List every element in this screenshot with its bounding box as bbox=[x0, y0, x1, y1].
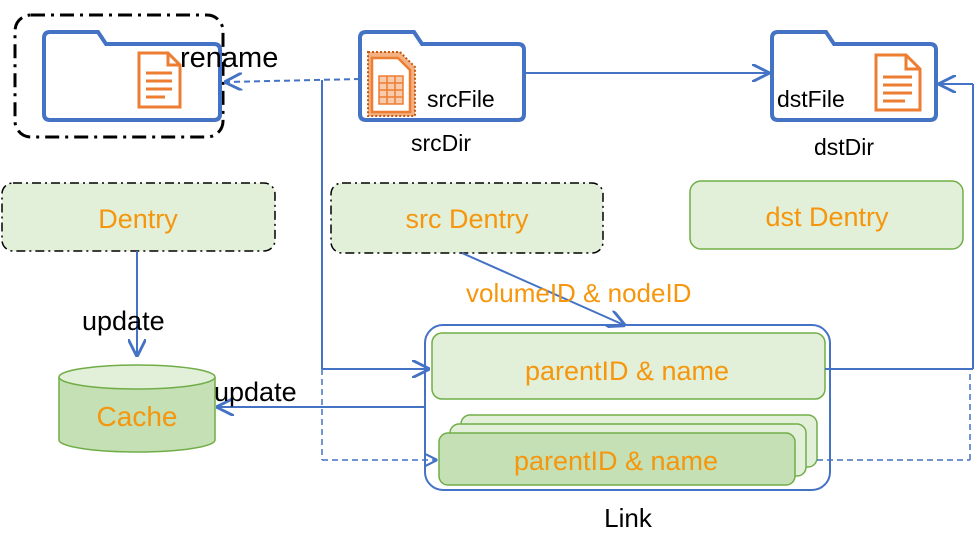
volume-node-arrow bbox=[461, 252, 624, 325]
dst-dir-label: dstDir bbox=[814, 134, 874, 160]
cache-label: Cache bbox=[97, 401, 178, 432]
dentry-label: Dentry bbox=[98, 204, 178, 234]
src-dentry-box bbox=[330, 182, 604, 254]
src-dentry-label: src Dentry bbox=[405, 204, 529, 234]
rename-label: rename bbox=[180, 42, 278, 74]
link-stack-label: parentID & name bbox=[514, 446, 718, 476]
src-file-label: srcFile bbox=[427, 86, 495, 112]
dst-dentry-label: dst Dentry bbox=[765, 202, 889, 232]
link-label: Link bbox=[604, 503, 653, 533]
link-entry-box bbox=[431, 332, 826, 400]
dentry-box bbox=[1, 182, 276, 252]
renamed-location-outline bbox=[13, 13, 225, 139]
update-label-1: update bbox=[82, 306, 165, 336]
dst-dentry-box bbox=[689, 180, 964, 250]
update-label-2: update bbox=[214, 377, 297, 407]
volume-node-label: volumeID & nodeID bbox=[466, 278, 691, 308]
src-dir-label: srcDir bbox=[411, 130, 471, 156]
renamed-file-icon bbox=[137, 51, 182, 109]
rename-arrow bbox=[226, 79, 361, 82]
cache-cylinder bbox=[58, 364, 216, 453]
link-entry-stack bbox=[438, 414, 818, 486]
dst-file-icon bbox=[874, 53, 922, 112]
link-entry-label: parentID & name bbox=[525, 356, 729, 386]
dst-file-label: dstFile bbox=[777, 86, 845, 112]
src-file-icon bbox=[367, 51, 416, 117]
